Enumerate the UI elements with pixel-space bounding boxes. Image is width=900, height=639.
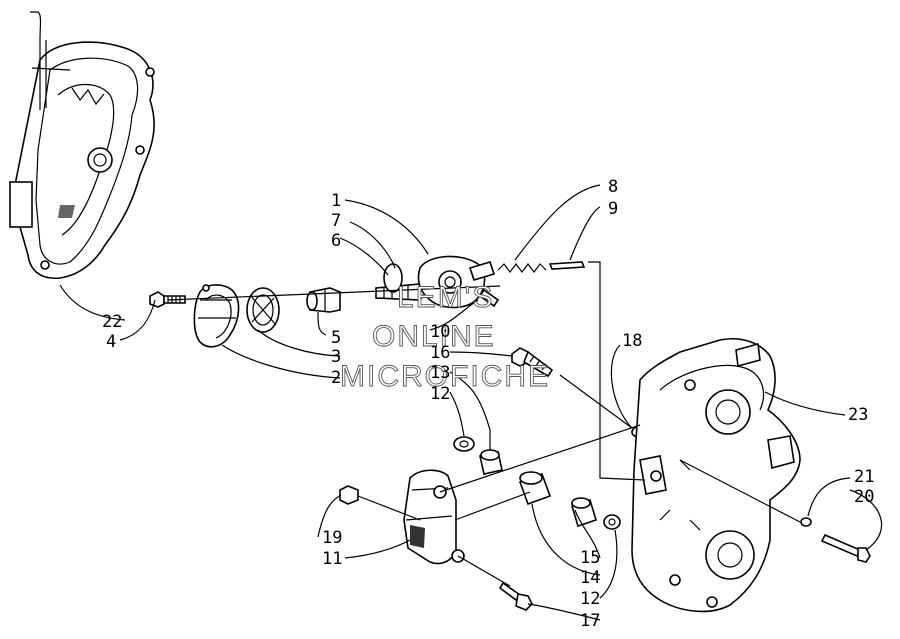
callout-9: 9 [608, 199, 618, 219]
callout-3: 3 [331, 347, 341, 367]
callout-16: 16 [430, 343, 450, 363]
callout-11: 11 [322, 549, 342, 569]
callout-13: 13 [430, 363, 450, 383]
spring-ring [246, 287, 280, 333]
callout-7: 7 [331, 211, 341, 231]
callout-18: 18 [622, 331, 642, 351]
watermark: LEM'S ONLINE MICROFICHE [340, 281, 550, 394]
bolt-16 [511, 347, 554, 378]
callout-17: 17 [580, 611, 600, 631]
callout-1: 1 [331, 191, 341, 211]
callout-6: 6 [331, 231, 341, 251]
callout-labels: 1 7 6 8 9 22 4 5 3 2 10 16 13 12 18 23 2… [102, 177, 874, 631]
leader-lines [59, 184, 883, 621]
plunger [306, 287, 341, 313]
callout-15: 15 [580, 548, 600, 568]
bushing-13 [453, 436, 503, 475]
callout-19: 19 [322, 528, 342, 548]
adjuster-assembly [375, 255, 500, 309]
callout-12-bottom: 12 [580, 589, 600, 609]
roller-14 [518, 471, 621, 530]
nut-19 [339, 485, 359, 505]
callout-20: 20 [854, 487, 874, 507]
callout-22: 22 [102, 312, 122, 332]
watermark-line-3: MICROFICHE [340, 360, 550, 393]
watermark-line-1: LEM'S [397, 281, 494, 314]
tensioner-housing [193, 284, 240, 348]
callout-8: 8 [608, 177, 618, 197]
callout-2: 2 [331, 368, 341, 388]
watermark-line-2: ONLINE [372, 320, 496, 353]
callout-12-top: 12 [430, 384, 450, 404]
gear-case [631, 338, 801, 613]
bolt-17 [498, 581, 533, 611]
callout-5: 5 [331, 328, 341, 348]
chain-case-cover [9, 11, 155, 280]
callout-21: 21 [854, 467, 874, 487]
callout-4: 4 [106, 332, 116, 352]
bolt-20 [800, 517, 871, 563]
callout-23: 23 [848, 405, 868, 425]
spring-pin [497, 261, 586, 273]
callout-14: 14 [580, 568, 600, 588]
callout-10: 10 [430, 322, 450, 342]
